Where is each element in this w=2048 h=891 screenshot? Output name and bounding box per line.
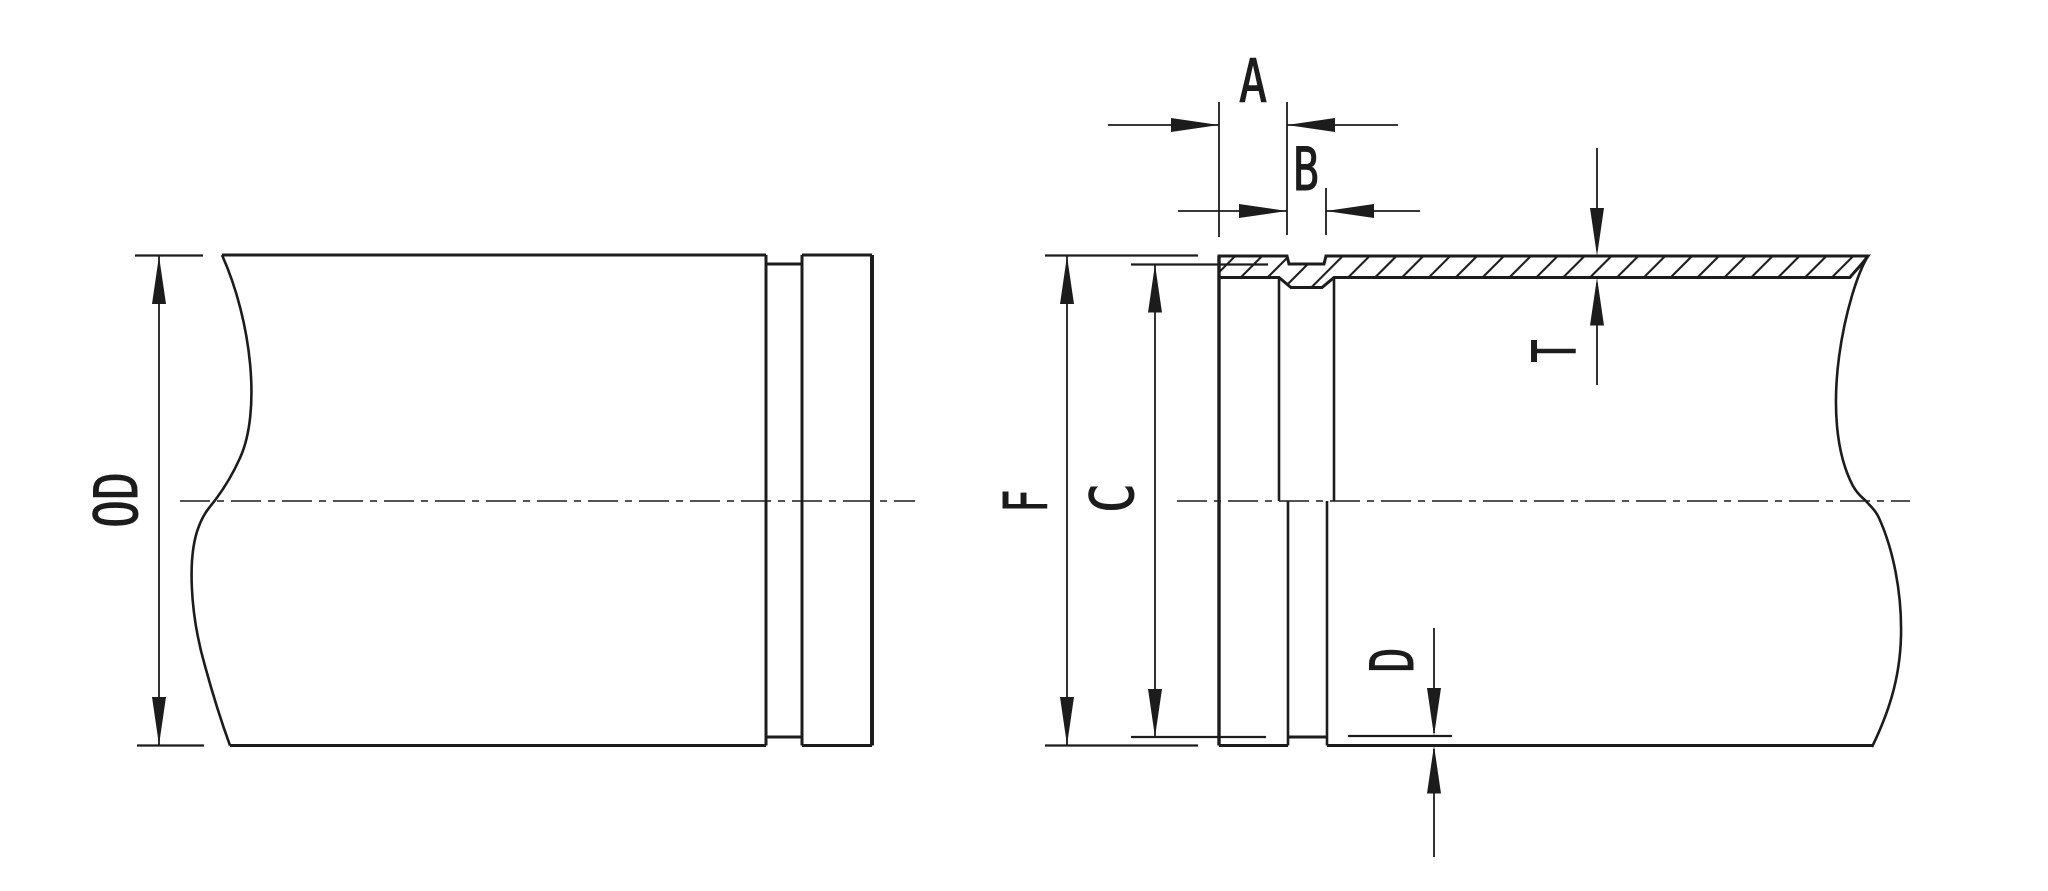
- right-view-pipe-half-section: [1177, 254, 1910, 748]
- dimension-f: F: [992, 254, 1198, 747]
- a-arrow-right-icon: [1171, 118, 1219, 132]
- od-arrow-down-icon: [152, 697, 166, 745]
- left-view-pipe-elevation: [180, 253, 915, 747]
- od-arrow-up-icon: [152, 256, 166, 304]
- c-arrow-down-icon: [1148, 689, 1162, 737]
- f-dimension-label: F: [992, 490, 1062, 513]
- dimension-t: T: [1520, 148, 1604, 385]
- b-arrow-right-icon: [1239, 204, 1287, 218]
- a-dimension-label: A: [1239, 47, 1267, 117]
- d-arrow-up-icon: [1427, 745, 1441, 794]
- b-dimension-label: B: [1293, 135, 1319, 205]
- dimension-d: D: [1348, 628, 1452, 857]
- f-arrow-down-icon: [1060, 697, 1074, 745]
- c-arrow-up-icon: [1148, 264, 1162, 313]
- d-arrow-down-icon: [1427, 688, 1441, 736]
- right-break-line: [1834, 255, 1903, 748]
- d-dimension-label: D: [1358, 648, 1428, 673]
- t-arrow-down-icon: [1590, 208, 1604, 256]
- f-arrow-up-icon: [1060, 256, 1074, 304]
- t-dimension-label: T: [1520, 340, 1590, 363]
- a-arrow-left-icon: [1287, 118, 1335, 132]
- dimension-od: OD: [82, 254, 204, 747]
- b-arrow-left-icon: [1326, 204, 1374, 218]
- left-break-line: [190, 254, 253, 746]
- od-dimension-label: OD: [82, 472, 152, 528]
- dimension-c: C: [1078, 263, 1268, 739]
- sectioned-wall-with-groove: [1217, 254, 1872, 289]
- dimension-a: A: [1108, 47, 1398, 237]
- c-dimension-label: C: [1078, 483, 1148, 513]
- dimension-b: B: [1178, 135, 1420, 235]
- t-arrow-up-icon: [1590, 277, 1604, 326]
